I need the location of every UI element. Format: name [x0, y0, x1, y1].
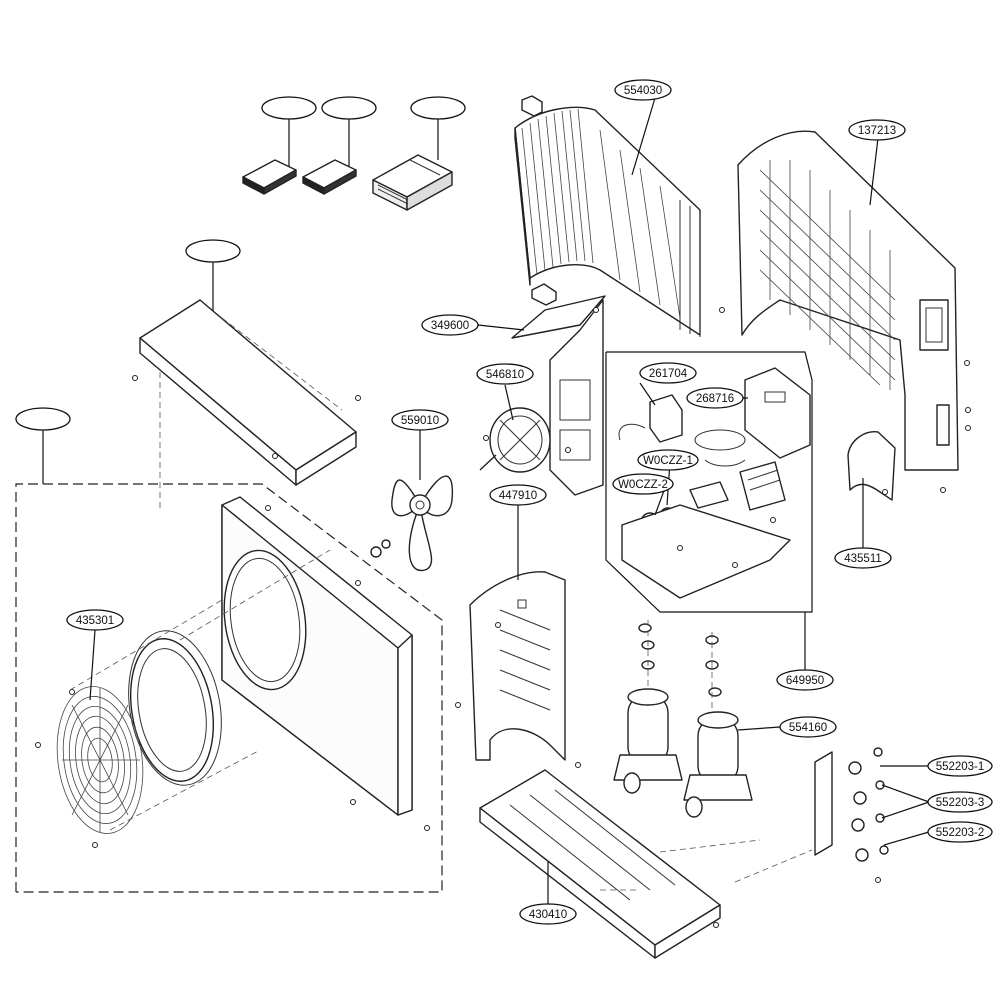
part-number-349600: 349600 [431, 320, 469, 332]
part-number-552203-1: 552203-1 [936, 761, 985, 773]
part-number-552203-2: 552203-2 [936, 827, 985, 839]
callout-554030: 554030 [614, 79, 672, 101]
part-number-447910: 447910 [499, 490, 537, 502]
part-number-554030: 554030 [624, 85, 662, 97]
part-number-w0czz-1: W0CZZ-1 [643, 455, 693, 467]
callout-435511: 435511 [834, 547, 892, 569]
callout-349600: 349600 [421, 314, 479, 336]
empty-callout-manual-1 [261, 96, 317, 120]
callout-552203-2: 552203-2 [927, 821, 993, 843]
compressor-group [613, 620, 753, 818]
empty-callout-top-cover [185, 239, 241, 263]
callout-559010: 559010 [391, 409, 449, 431]
callout-447910: 447910 [489, 484, 547, 506]
rear-panel-grille [759, 160, 896, 390]
callout-435301: 435301 [66, 609, 124, 631]
callout-552203-1: 552203-1 [927, 755, 993, 777]
callout-554160: 554160 [779, 716, 837, 738]
front-assembly [15, 407, 443, 893]
manual-booklets [242, 96, 466, 211]
part-number-435301: 435301 [76, 615, 114, 627]
part-number-268716: 268716 [696, 393, 734, 405]
condenser-coil [514, 95, 725, 337]
part-number-554160: 554160 [789, 722, 827, 734]
part-number-649950: 649950 [786, 675, 824, 687]
empty-callout-manual-2 [321, 96, 377, 120]
coil-fins [521, 108, 681, 319]
fan-motor [479, 407, 551, 473]
fan-guard-grille [56, 686, 144, 834]
callout-261704: 261704 [639, 362, 697, 384]
valve-bracket [814, 747, 889, 883]
part-number-430410: 430410 [529, 909, 567, 921]
part-number-559010: 559010 [401, 415, 439, 427]
callout-268716: 268716 [686, 387, 744, 409]
control-box-group [605, 351, 813, 670]
top-cover [132, 239, 361, 510]
callout-546810: 546810 [476, 363, 534, 385]
callout-430410: 430410 [519, 903, 577, 925]
callout-552203-3: 552203-3 [927, 791, 993, 813]
empty-callout-manual-3 [410, 96, 466, 120]
callout-w0czz-1: W0CZZ-1 [637, 449, 699, 471]
base-pan [479, 762, 721, 959]
callout-w0czz-2: W0CZZ-2 [612, 473, 674, 495]
fan-propeller [370, 475, 454, 572]
motor-bracket [511, 295, 606, 496]
service-valve-cover [847, 431, 896, 548]
callout-649950: 649950 [776, 669, 834, 691]
partition-panel [455, 571, 566, 761]
part-number-w0czz-2: W0CZZ-2 [618, 479, 668, 491]
callout-137213: 137213 [848, 119, 906, 141]
part-number-261704: 261704 [649, 368, 688, 380]
part-number-552203-3: 552203-3 [936, 797, 985, 809]
part-number-137213: 137213 [858, 125, 896, 137]
rear-panel [737, 130, 971, 493]
part-number-435511: 435511 [844, 553, 882, 565]
part-number-546810: 546810 [486, 369, 524, 381]
empty-callout-front-assembly [15, 407, 71, 431]
